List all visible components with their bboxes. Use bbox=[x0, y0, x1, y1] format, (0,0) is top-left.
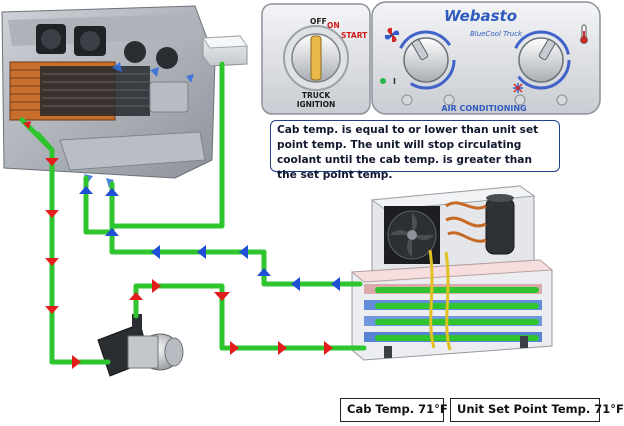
chiller-unit bbox=[350, 185, 554, 361]
control-panel: Webasto BlueCool Truck I bbox=[371, 1, 601, 115]
fan-speed-knob[interactable] bbox=[403, 37, 449, 83]
coolant-coil bbox=[375, 287, 539, 341]
ignition-label-line2: IGNITION bbox=[297, 100, 336, 109]
temperature-knob[interactable] bbox=[518, 37, 564, 83]
unit-setpoint-readout: Unit Set Point Temp.71°F bbox=[450, 398, 624, 422]
coolant-pump bbox=[97, 314, 184, 377]
indicator-label: I bbox=[393, 77, 396, 86]
cab-temp-value: 71°F bbox=[418, 402, 448, 416]
ignition-position-start: START bbox=[341, 31, 368, 40]
snowflake-icon bbox=[513, 83, 523, 93]
unit-setpoint-label: Unit Set Point Temp. bbox=[457, 402, 591, 416]
status-caption: Cab temp. is equal to or lower than unit… bbox=[270, 120, 560, 181]
ignition-label-line1: TRUCK bbox=[302, 91, 331, 100]
webasto-logo: Webasto bbox=[444, 7, 517, 25]
thermometer-icon bbox=[580, 24, 588, 44]
compressor bbox=[485, 194, 515, 255]
copper-lines bbox=[445, 201, 487, 243]
return-flow-arrows bbox=[79, 186, 340, 291]
power-indicator-led bbox=[380, 78, 386, 84]
fan-icon bbox=[384, 27, 400, 43]
product-name: BlueCool Truck bbox=[470, 30, 523, 38]
ignition-position-on: ON bbox=[327, 21, 340, 30]
evaporator-coil bbox=[9, 61, 150, 121]
cab-temp-readout: Cab Temp.71°F bbox=[340, 398, 448, 422]
ignition-panel: OFF ON START TRUCK IGNITION bbox=[261, 3, 371, 115]
cab-temp-label: Cab Temp. bbox=[347, 402, 415, 416]
evaporator-unit bbox=[1, 5, 216, 179]
panel-label: AIR CONDITIONING bbox=[441, 104, 526, 113]
unit-setpoint-value: 71°F bbox=[594, 402, 624, 416]
vent-outlet bbox=[36, 24, 178, 69]
supply-flow-arrows bbox=[23, 121, 333, 369]
ignition-position-off: OFF bbox=[310, 17, 327, 26]
system-diagram: OFF ON START TRUCK IGNITION Webasto Blue… bbox=[1, 1, 601, 377]
reservoir-tank bbox=[202, 35, 248, 67]
